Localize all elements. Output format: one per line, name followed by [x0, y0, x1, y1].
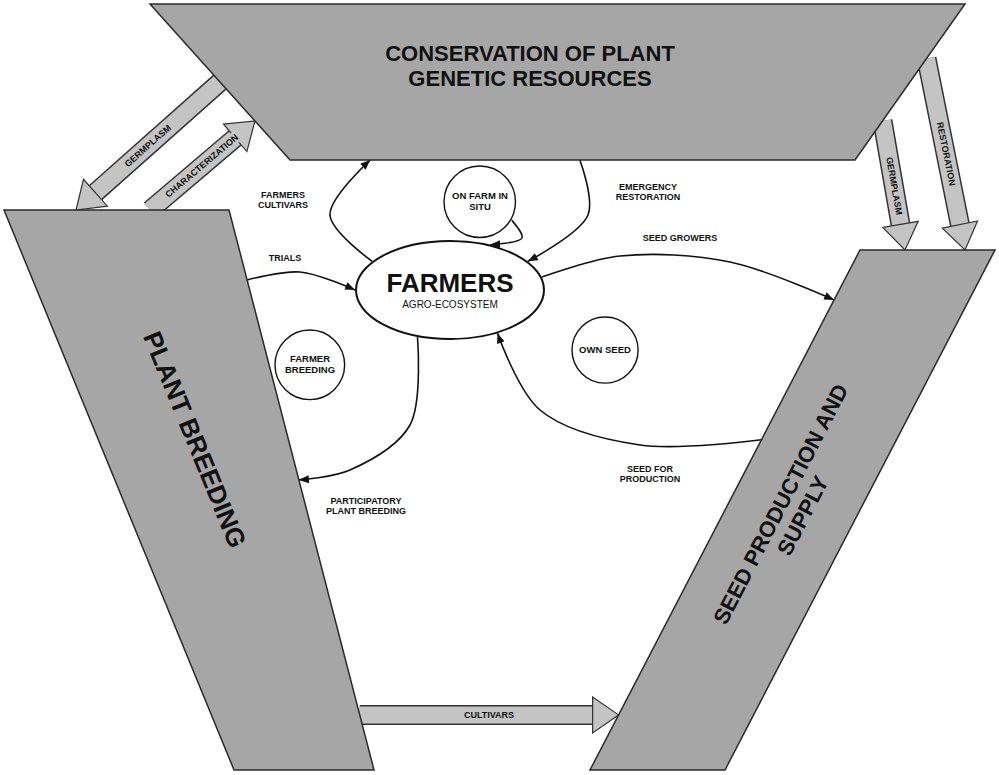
breeding-band: PLANT BREEDING	[4, 210, 374, 770]
arrow-label: GERMPLASM	[882, 154, 905, 218]
band-fill	[590, 250, 995, 770]
node-label: FARMER BREEDING	[282, 354, 338, 376]
ellipse-fill	[572, 317, 638, 383]
node-sublabel: AGRO-ECOSYSTEM	[386, 299, 513, 311]
node-label: OWN SEED	[577, 345, 633, 356]
arrow-label: RESTORATION	[933, 119, 959, 189]
connector-label: SEED FOR PRODUCTION	[612, 463, 688, 486]
curved-arrow	[330, 160, 372, 261]
node-text-group: FARMER BREEDING	[282, 354, 338, 376]
loop-circle: OWN SEED	[571, 316, 639, 384]
seed-band: SEED PRODUCTION AND SUPPLY	[590, 250, 995, 770]
ellipse-fill	[444, 166, 515, 237]
loop-circle: ON FARM IN SITU	[443, 165, 516, 238]
band-fill	[4, 210, 374, 770]
flow-arrow	[360, 706, 593, 723]
conservation-band: CONSERVATION OF PLANT GENETIC RESOURCES	[150, 4, 965, 160]
connector-label: SEED GROWERS	[641, 232, 720, 244]
ellipse-fill	[275, 330, 345, 400]
connector-label: PARTICIPATORY PLANT BREEDING	[318, 495, 414, 518]
connector-label: FARMERS CULTIVARS	[249, 189, 317, 212]
band-fill	[150, 4, 965, 160]
curved-arrow	[498, 333, 762, 446]
arrow-outline	[360, 705, 593, 725]
arrow-label: GERMPLASM	[121, 121, 176, 172]
connector-label: TRIALS	[267, 252, 304, 264]
node-label: CONSERVATION OF PLANT GENETIC RESOURCES	[360, 41, 700, 92]
node-text-group: ON FARM IN SITU	[451, 191, 509, 213]
band-outline	[4, 210, 374, 770]
curved-arrow	[247, 272, 355, 290]
arrow-label: CULTIVARS	[462, 709, 516, 721]
node-text-group: FARMERSAGRO-ECOSYSTEM	[386, 269, 513, 310]
node-text-group: OWN SEED	[577, 345, 633, 356]
farmers-ellipse: FARMERSAGRO-ECOSYSTEM	[355, 240, 545, 340]
curved-arrow	[528, 160, 590, 261]
curved-arrow	[542, 254, 834, 300]
ellipse-fill	[356, 241, 544, 339]
loop-circle: FARMER BREEDING	[274, 329, 346, 401]
node-label: ON FARM IN SITU	[451, 191, 509, 213]
node-text-group: CONSERVATION OF PLANT GENETIC RESOURCES	[360, 41, 700, 92]
flow-arrow	[927, 59, 960, 225]
arrow-outline	[927, 59, 960, 225]
connector-label: EMERGENCY RESTORATION	[606, 181, 690, 204]
node-label: FARMERS	[386, 269, 513, 299]
arrow-label: CHARACTERIZATION	[161, 130, 242, 202]
